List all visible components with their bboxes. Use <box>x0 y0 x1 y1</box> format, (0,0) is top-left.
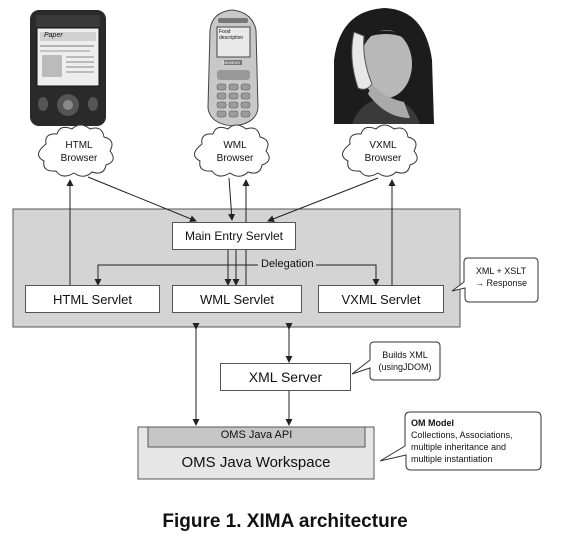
builds-xml-callout <box>351 341 441 381</box>
wml-browser-cloud <box>194 124 270 177</box>
builds-xml-note: Builds XML (usingJDOM) <box>370 346 440 376</box>
om-model-note: OM Model Collections, Associations, mult… <box>405 414 541 468</box>
vxml-browser-line2: Browser <box>364 153 402 164</box>
oms-java-workspace-label: OMS Java Workspace <box>181 454 331 471</box>
vxml-browser-line1: VXML <box>369 140 397 151</box>
oms-java-api-label: OMS Java API <box>220 429 293 441</box>
html-browser-cloud <box>38 124 114 177</box>
html-browser-line1: HTML <box>65 140 93 151</box>
xml-xslt-line1: XML + XSLT <box>475 266 527 276</box>
phone-screen-text: Food description <box>219 29 243 41</box>
builds-xml-line2: (usingJDOM) <box>378 362 432 372</box>
vxml-browser-label: VXML Browser <box>356 139 410 165</box>
xml-xslt-line2: → Response <box>474 278 528 288</box>
xml-server-box: XML Server <box>220 363 351 391</box>
vxml-request-arrow <box>267 177 379 223</box>
html-browser-label: HTML Browser <box>52 139 106 165</box>
om-model-line3: multiple instantiation <box>411 454 493 464</box>
xml-xslt-callout <box>451 257 539 303</box>
phone-brand: SIEMENS <box>222 60 241 65</box>
html-servlet-box: HTML Servlet <box>25 285 160 313</box>
om-model-line1: Collections, Associations, <box>411 430 513 440</box>
person-on-phone-image <box>334 8 434 124</box>
xml-server-label: XML Server <box>248 369 323 385</box>
vxml-browser-cloud <box>342 124 418 177</box>
wml-servlet-box: WML Servlet <box>172 285 302 313</box>
wml-browser-label: WML Browser <box>208 139 262 165</box>
wml-browser-line2: Browser <box>216 153 254 164</box>
phone-screen-line2: description <box>219 35 244 41</box>
html-request-arrow <box>87 176 197 222</box>
builds-xml-line1: Builds XML <box>382 350 428 360</box>
pda-screen-title: Paper <box>44 32 63 39</box>
main-entry-servlet-box: Main Entry Servlet <box>172 222 296 250</box>
om-model-line2: multiple inheritance and <box>411 442 507 452</box>
delegation-label: Delegation <box>259 258 316 270</box>
pda-device-image <box>30 10 106 126</box>
html-servlet-label: HTML Servlet <box>53 291 132 307</box>
vxml-servlet-label: VXML Servlet <box>341 291 421 307</box>
wml-servlet-label: WML Servlet <box>200 291 274 307</box>
xml-xslt-note: XML + XSLT → Response <box>464 262 538 292</box>
phone-screen-line1: Food <box>219 29 231 35</box>
om-model-callout <box>379 411 542 471</box>
om-model-title: OM Model <box>411 418 454 428</box>
oms-java-api-bar <box>147 426 366 448</box>
wml-browser-line1: WML <box>223 140 247 151</box>
main-entry-servlet-label: Main Entry Servlet <box>184 229 284 243</box>
mobile-phone-image <box>207 9 259 127</box>
vxml-servlet-box: VXML Servlet <box>318 285 444 313</box>
wml-request-arrow <box>228 177 236 221</box>
figure-caption: Figure 1. XIMA architecture <box>162 511 408 532</box>
html-browser-line2: Browser <box>60 153 98 164</box>
